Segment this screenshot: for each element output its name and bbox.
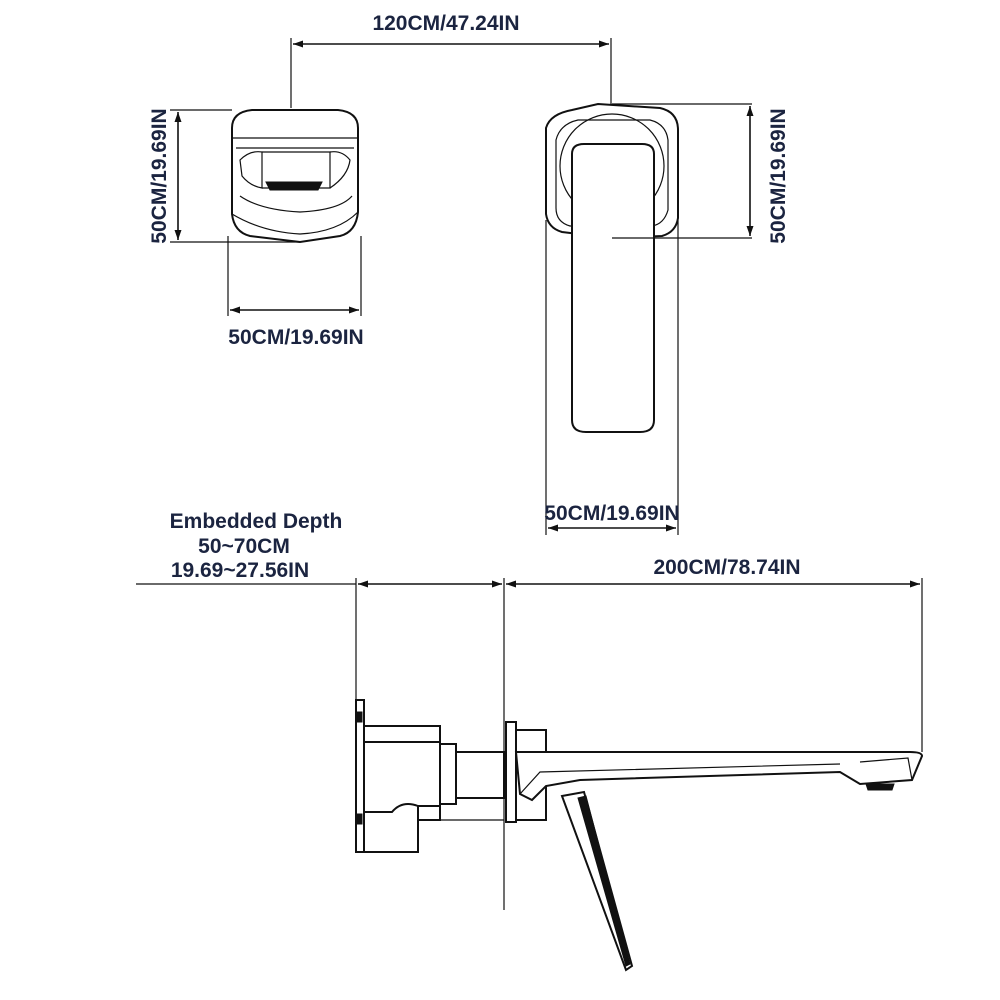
- plate-width-label: 50CM/19.69IN: [544, 502, 679, 525]
- depth-dimension: [136, 578, 505, 910]
- faucet-side-view: [355, 699, 924, 972]
- embedded-depth-inches: 19.69~27.56IN: [171, 559, 309, 582]
- plate-width-dimension: 50CM/19.69IN: [544, 220, 680, 535]
- spacing-dimension-label: 120CM/47.24IN: [372, 12, 519, 35]
- spout-length-dimension: 200CM/78.74IN: [506, 556, 923, 752]
- handle-front-view: [231, 109, 359, 244]
- spout-length-label: 200CM/78.74IN: [653, 556, 800, 579]
- embedded-depth-block: Embedded Depth 50~70CM 19.69~27.56IN: [170, 510, 343, 582]
- plate-height-dimension: 50CM/19.69IN: [746, 106, 790, 244]
- handle-width-label: 50CM/19.69IN: [228, 326, 363, 349]
- handle-width-dimension: 50CM/19.69IN: [227, 236, 364, 349]
- embedded-depth-title: Embedded Depth: [170, 510, 343, 533]
- handle-height-label: 50CM/19.69IN: [148, 108, 171, 243]
- plate-height-label: 50CM/19.69IN: [767, 108, 790, 243]
- embedded-depth-cm: 50~70CM: [198, 535, 290, 558]
- spacing-dimension: 120CM/47.24IN: [290, 12, 612, 108]
- spout-plate-front-view: [545, 102, 752, 433]
- handle-height-dimension: 50CM/19.69IN: [148, 108, 300, 244]
